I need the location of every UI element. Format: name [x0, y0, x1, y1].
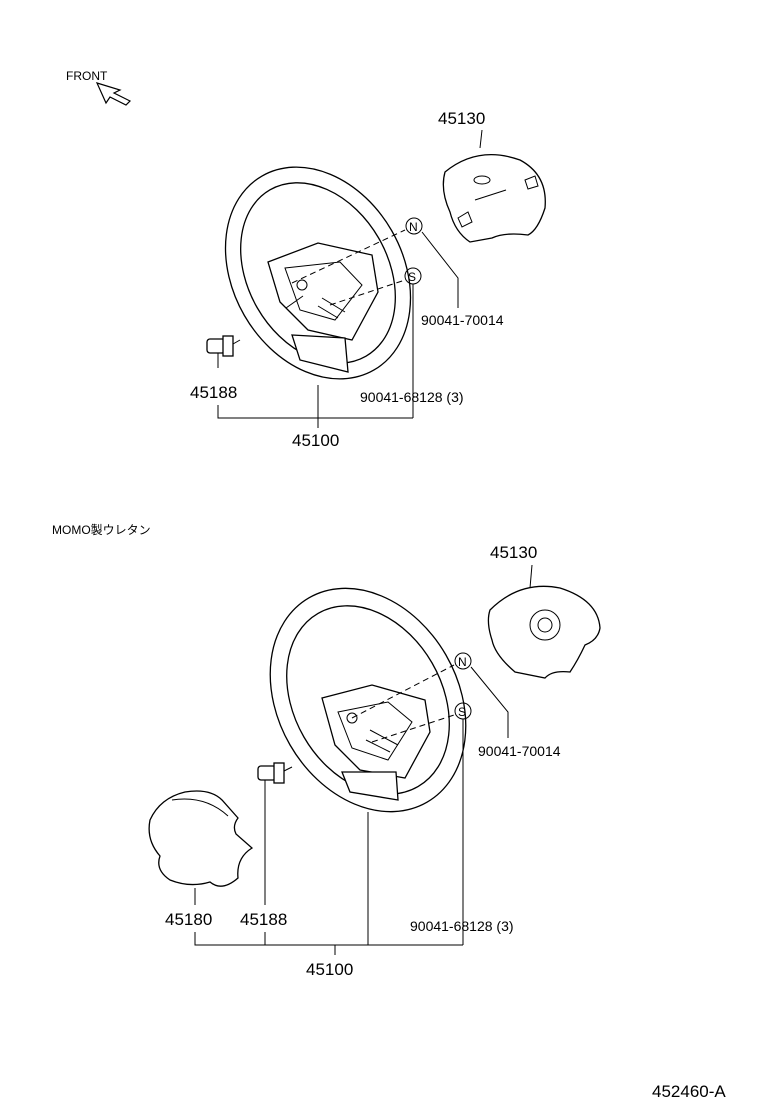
top-assy-part-number: 45100: [292, 431, 339, 450]
bottom-nut: [257, 762, 293, 905]
top-s-symbol: S: [408, 270, 416, 284]
bottom-airbag-pad: [487, 564, 601, 679]
diagram-id: 452460-A: [652, 1082, 726, 1101]
n-circle-icon: [454, 652, 472, 670]
bottom-steering-wheel: [269, 587, 467, 813]
bottom-assembly: 45130 N 90041-70014 S 90041-68128 (3) 45…: [148, 543, 601, 979]
top-bolt-s-part-number: 90041-68128 (3): [360, 389, 464, 405]
section2-label: MOMO製ウレタン: [52, 523, 151, 537]
bottom-assy-part-number: 45100: [306, 960, 353, 979]
bottom-bolt-s-part-number: 90041-68128 (3): [410, 918, 514, 934]
top-n-symbol: N: [409, 220, 418, 234]
top-bolt-n-part-number: 90041-70014: [421, 312, 504, 328]
top-airbag-pad: [442, 129, 546, 243]
bottom-nut-part-number: 45188: [240, 910, 287, 929]
top-steering-wheel: [224, 166, 412, 380]
bottom-bolt-n-part-number: 90041-70014: [478, 743, 561, 759]
front-indicator: FRONT: [66, 69, 132, 106]
bottom-s-symbol: S: [458, 705, 466, 719]
n-circle-icon: [405, 217, 423, 235]
top-nut-part-number: 45188: [190, 383, 237, 402]
top-assembly: 45130 N 90041-70014 S 90041-68128 (3) 45…: [190, 109, 546, 450]
bottom-n-symbol: N: [458, 655, 467, 669]
top-pad-part-number: 45130: [438, 109, 485, 128]
bottom-cover-part-number: 45180: [165, 910, 212, 929]
top-nut: [206, 335, 241, 368]
front-label: FRONT: [66, 69, 108, 83]
front-arrow-icon: [95, 82, 132, 106]
bottom-pad-part-number: 45130: [490, 543, 537, 562]
bottom-horn-cover: [148, 790, 254, 905]
